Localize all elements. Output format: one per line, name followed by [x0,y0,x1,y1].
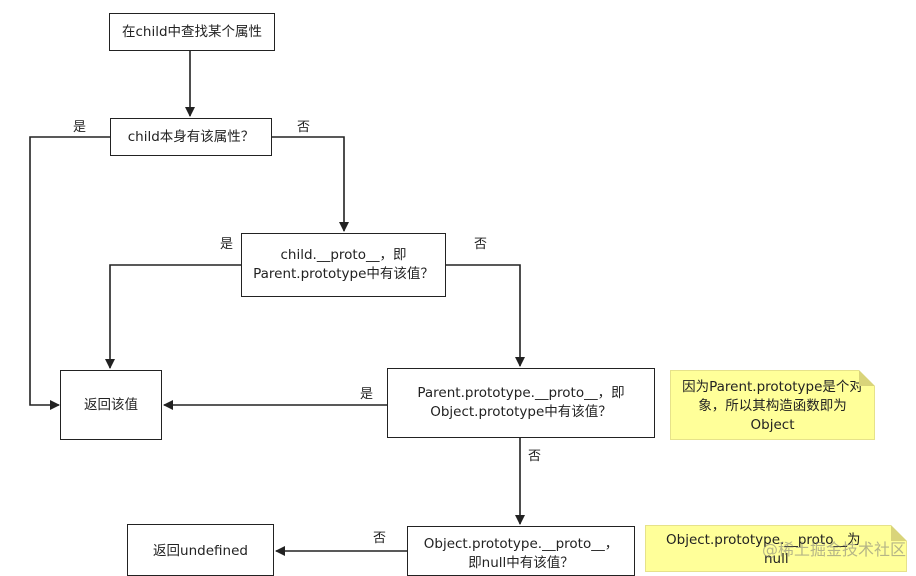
note-1-line3: Object [750,417,795,433]
note-2-line2: null [764,551,789,567]
edge-label-yes-own: 是 [73,120,87,135]
edge-label-no-own: 否 [297,120,311,135]
edge-label-yes-proto: 是 [220,237,234,252]
check-null-label-line1: Object.prototype.__proto__， [423,536,619,552]
note-object-constructor: 因为Parent.prototype是个对 象，所以其构造函数即为 Object [670,370,875,440]
edge-check-proto-yes [105,264,241,369]
note-1-line1: 因为Parent.prototype是个对 [682,379,863,395]
note-proto-null: Object.prototype.__proto__为 null [645,525,907,572]
watermark: @稀土掘金技术社区 [761,540,906,559]
check-null-label-line2: 即null中有该值？ [468,555,574,571]
note-fold-corner [859,370,875,386]
start-node: 在child中查找某个属性 [109,13,275,51]
check-null-node: Object.prototype.__proto__， 即null中有该值？ [407,526,635,576]
edge-check-proto-no [446,264,525,367]
note-fold-corner-2 [891,525,907,541]
edge-label-yes-object-proto: 是 [360,387,374,402]
edge-label-no-object-proto: 否 [528,449,542,464]
start-node-label: 在child中查找某个属性 [121,23,263,40]
return-value-label: 返回该值 [84,396,138,413]
return-undefined-label: 返回undefined [153,543,248,559]
check-own-property-node: child本身有该属性？ [110,118,272,156]
check-object-proto-label-line2: Object.prototype中有该值？ [430,404,612,420]
check-object-proto-node: Parent.prototype.__proto__，即 Object.prot… [387,368,655,438]
note-1-line2: 象，所以其构造函数即为 [698,398,847,414]
check-object-proto-label-line1: Parent.prototype.__proto__，即 [417,385,625,401]
check-proto-node: child.__proto__，即 Parent.prototype中有该值？ [241,233,446,297]
return-value-node: 返回该值 [60,370,162,440]
note-2-line1: Object.prototype.__proto__为 [666,532,861,548]
edge-label-no-null: 否 [373,531,387,546]
check-own-property-label: child本身有该属性？ [127,128,255,145]
edge-check-own-no [272,136,349,232]
check-proto-label-line1: child.__proto__，即 [280,247,407,263]
edge-label-no-proto: 否 [474,237,488,252]
edge-check-own-yes [29,136,110,410]
return-undefined-node: 返回undefined [127,524,274,576]
check-proto-label-line2: Parent.prototype中有该值？ [253,266,434,282]
